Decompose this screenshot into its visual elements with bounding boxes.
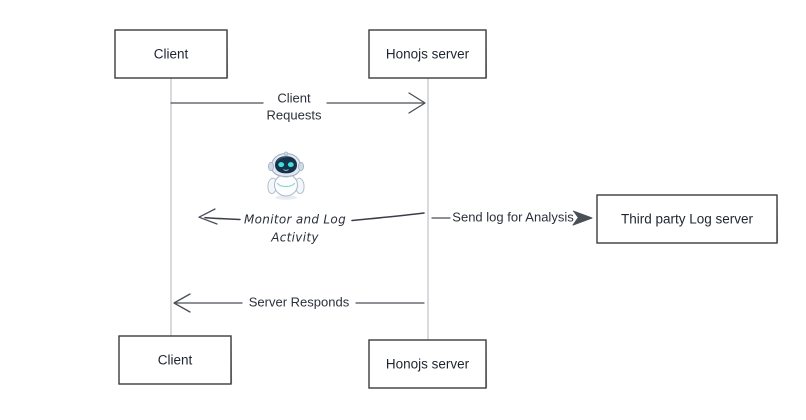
arrow-head-left-icon bbox=[198, 208, 218, 225]
box-outline bbox=[114, 29, 228, 79]
participant-box-client-top[interactable]: Client bbox=[114, 29, 229, 79]
robot-antenna bbox=[283, 151, 289, 156]
message-server-responds[interactable]: Server Responds bbox=[173, 293, 425, 313]
robot-eye-left bbox=[278, 162, 285, 168]
box-outline bbox=[118, 335, 232, 385]
participant-label: Honojs server bbox=[386, 357, 470, 372]
message-label: Server Responds bbox=[249, 294, 350, 309]
participant-box-client-bottom[interactable]: Client bbox=[118, 335, 233, 385]
robot-mouth bbox=[283, 169, 289, 171]
message-label-line-1: Monitor and Log bbox=[244, 213, 346, 227]
robot-visor-highlight bbox=[276, 156, 287, 162]
participant-label: Client bbox=[158, 353, 193, 368]
participant-box-third-party-log-server[interactable]: Third party Log server bbox=[596, 194, 779, 244]
message-label-line-2: Activity bbox=[270, 231, 319, 245]
robot-ear-left bbox=[268, 161, 274, 172]
participant-label: Honojs server bbox=[386, 47, 470, 62]
robot-shadow bbox=[275, 195, 297, 200]
message-label-line-1: Client bbox=[277, 90, 311, 105]
robot-ear-right bbox=[298, 161, 305, 172]
box-outline bbox=[596, 194, 778, 244]
message-line-left-segment bbox=[204, 216, 241, 221]
robot-agent-icon bbox=[267, 151, 305, 200]
message-line-right-segment bbox=[351, 212, 425, 222]
box-outline bbox=[368, 339, 487, 389]
lifelines bbox=[170, 78, 429, 340]
participant-label: Client bbox=[154, 47, 189, 62]
message-label: Send log for Analysis bbox=[452, 209, 574, 224]
participant-label: Third party Log server bbox=[621, 212, 754, 227]
robot-eye-right bbox=[287, 162, 294, 168]
robot-visor bbox=[275, 156, 297, 174]
participant-box-honojs-top[interactable]: Honojs server bbox=[368, 29, 488, 79]
participant-box-honojs-bottom[interactable]: Honojs server bbox=[368, 339, 488, 389]
message-label-line-2: Requests bbox=[267, 107, 322, 122]
message-client-requests[interactable]: Client Requests bbox=[170, 90, 426, 122]
box-outline bbox=[368, 29, 487, 79]
message-monitor-and-log-activity[interactable]: Monitor and Log Activity bbox=[198, 208, 425, 245]
arrow-head-right-icon bbox=[408, 92, 426, 114]
arrow-head-left-icon bbox=[173, 293, 191, 313]
arrow-head-right-icon bbox=[572, 210, 593, 226]
message-send-log-for-analysis[interactable]: Send log for Analysis bbox=[431, 209, 593, 226]
robot-chest-arc bbox=[276, 182, 296, 188]
